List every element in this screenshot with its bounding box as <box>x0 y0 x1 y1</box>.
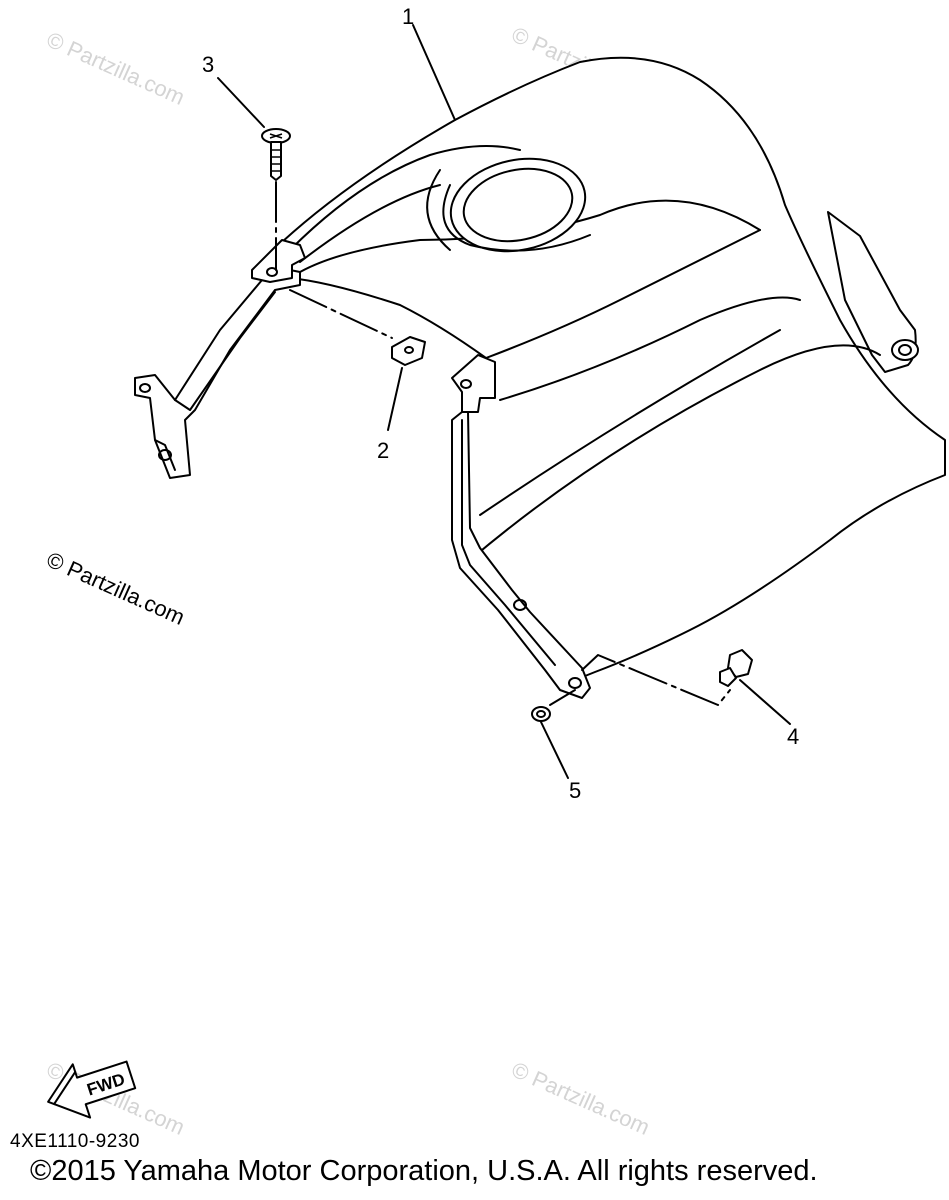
watermark: © Partzilla.com <box>508 1057 654 1140</box>
diagram-code: 4XE1110-9230 <box>10 1131 140 1152</box>
callout-2: 2 <box>377 438 389 463</box>
callout-4: 4 <box>787 724 799 749</box>
copyright-notice: ©2015 Yamaha Motor Corporation, U.S.A. A… <box>30 1155 818 1187</box>
tank-cover-part <box>134 56 946 699</box>
nut-clip-part <box>391 336 426 366</box>
leader-lines <box>217 24 791 779</box>
watermark-dark: © Partzilla.com <box>43 547 189 630</box>
callout-1: 1 <box>402 4 414 29</box>
callout-3: 3 <box>202 52 214 77</box>
screw-part <box>261 128 291 181</box>
washer-part <box>531 706 551 722</box>
trim-clip-part <box>719 649 753 687</box>
callout-labels: 1 2 3 4 5 <box>202 4 799 803</box>
callout-5: 5 <box>569 778 581 803</box>
watermark: © Partzilla.com <box>43 27 189 110</box>
